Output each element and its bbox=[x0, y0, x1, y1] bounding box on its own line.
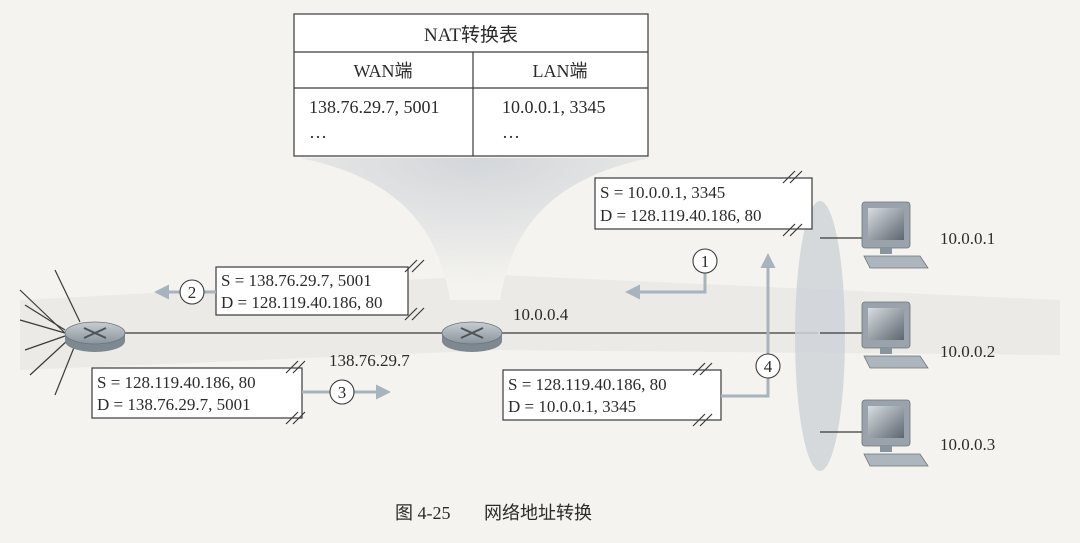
nat-table-funnel bbox=[300, 158, 650, 300]
host-links bbox=[820, 237, 862, 433]
packet-2-source: S = 138.76.29.7, 5001 bbox=[221, 271, 372, 290]
host-3-ip: 10.0.0.3 bbox=[940, 435, 995, 454]
packet-2-arrow: 2 bbox=[154, 279, 216, 305]
host-1-computer-icon bbox=[861, 201, 929, 269]
packet-3-arrow: 3 bbox=[302, 379, 391, 405]
packet-3: S = 128.119.40.186, 80 D = 138.76.29.7, … bbox=[91, 360, 306, 425]
figure-number: 图 4-25 bbox=[395, 503, 451, 523]
packet-4-arrow: 4 bbox=[721, 253, 781, 398]
packet-2-destination: D = 128.119.40.186, 80 bbox=[221, 293, 382, 312]
lan-segment bbox=[795, 201, 845, 471]
host-2-computer-icon bbox=[861, 301, 929, 369]
host-1-ip: 10.0.0.1 bbox=[940, 229, 995, 248]
wan-column-header: WAN端 bbox=[354, 61, 413, 81]
packet-3-source: S = 128.119.40.186, 80 bbox=[97, 373, 256, 392]
router-wan-ip: 138.76.29.7 bbox=[329, 351, 410, 370]
packet-1-number: 1 bbox=[701, 252, 710, 271]
host-3-computer-icon bbox=[861, 399, 929, 467]
packet-2: S = 138.76.29.7, 5001 D = 128.119.40.186… bbox=[215, 259, 425, 321]
nat-table-title: NAT转换表 bbox=[424, 24, 518, 46]
wan-entry: 138.76.29.7, 5001 bbox=[309, 97, 440, 117]
lan-entry-more: … bbox=[502, 122, 520, 142]
internet-router-icon bbox=[64, 321, 126, 352]
packet-1-destination: D = 128.119.40.186, 80 bbox=[600, 206, 761, 225]
packet-4: S = 128.119.40.186, 80 D = 10.0.0.1, 334… bbox=[502, 362, 722, 427]
network-links bbox=[19, 269, 818, 396]
figure-title: 网络地址转换 bbox=[484, 503, 592, 523]
packet-3-destination: D = 138.76.29.7, 5001 bbox=[97, 395, 251, 414]
lan-entry: 10.0.0.1, 3345 bbox=[502, 97, 606, 117]
nat-table: NAT转换表 WAN端 LAN端 138.76.29.7, 5001 10.0.… bbox=[293, 13, 649, 157]
packet-2-number: 2 bbox=[188, 283, 197, 302]
wan-entry-more: … bbox=[309, 122, 327, 142]
lan-column-header: LAN端 bbox=[533, 61, 588, 81]
host-2-ip: 10.0.0.2 bbox=[940, 342, 995, 361]
packet-4-source: S = 128.119.40.186, 80 bbox=[508, 375, 667, 394]
packet-1-arrow: 1 bbox=[625, 248, 718, 300]
nat-router-icon bbox=[441, 321, 503, 352]
packet-1-source: S = 10.0.0.1, 3345 bbox=[600, 183, 725, 202]
packet-3-number: 3 bbox=[338, 383, 347, 402]
router-lan-ip: 10.0.0.4 bbox=[513, 305, 569, 324]
packet-1: S = 10.0.0.1, 3345 D = 128.119.40.186, 8… bbox=[594, 170, 813, 237]
packet-4-destination: D = 10.0.0.1, 3345 bbox=[508, 397, 636, 416]
packet-4-number: 4 bbox=[764, 357, 773, 376]
